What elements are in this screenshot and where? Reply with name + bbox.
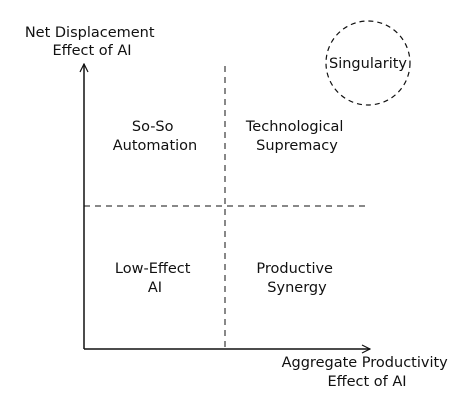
- quadrant-label-top-right: Technological Supremacy: [245, 119, 348, 154]
- x-axis-label-line1: Aggregate Productivity: [282, 355, 449, 371]
- x-axis-label-line2: Effect of AI: [327, 374, 406, 390]
- singularity-label: Singularity: [329, 56, 407, 72]
- quadrant-top-left-line1: So-So: [132, 119, 174, 135]
- quadrant-top-left-line2: Automation: [113, 138, 197, 154]
- quadrant-label-top-left: So-So Automation: [113, 119, 197, 154]
- quadrant-bottom-right-line2: Synergy: [267, 280, 327, 296]
- quadrant-bottom-right-line1: Productive: [256, 261, 333, 277]
- quadrant-label-bottom-right: Productive Synergy: [256, 261, 337, 296]
- quadrant-bottom-left-line1: Low-Effect: [115, 261, 191, 277]
- x-axis-label: Aggregate Productivity Effect of AI: [282, 355, 453, 390]
- y-axis-label-line2: Effect of AI: [52, 43, 131, 59]
- quadrant-top-right-line2: Supremacy: [256, 138, 338, 154]
- singularity-circle: [325, 20, 411, 106]
- quadrant-bottom-left-line2: AI: [148, 280, 162, 296]
- y-axis-label: Net Displacement Effect of AI: [25, 25, 159, 59]
- quadrant-top-right-line1: Technological: [245, 119, 344, 135]
- y-axis-label-line1: Net Displacement: [25, 25, 155, 41]
- quadrant-label-bottom-left: Low-Effect AI: [115, 261, 195, 296]
